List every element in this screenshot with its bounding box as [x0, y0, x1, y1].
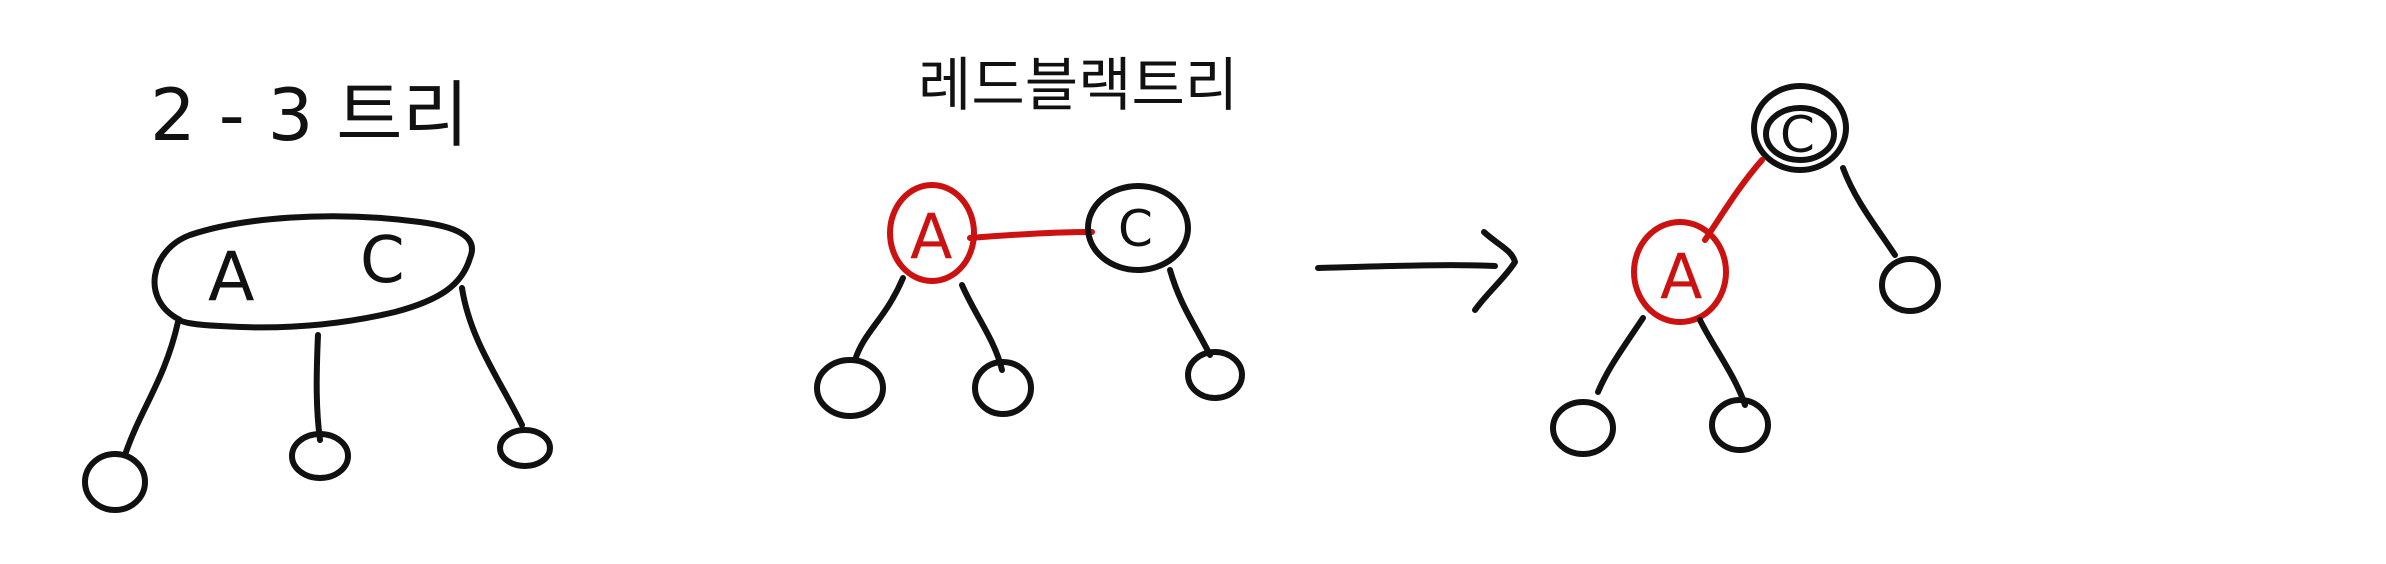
- tree23-edge-right: [459, 285, 525, 428]
- rbtree-rotated-key-c: C: [1780, 106, 1815, 164]
- rbtree-rotated-leaf-1: [1550, 399, 1616, 457]
- tree23-leaf-middle: [289, 431, 351, 481]
- rbtree-panel: 레드블랙트리 A C: [814, 51, 1245, 419]
- tree23-leaf-left: [82, 451, 148, 513]
- rbtree-edge-a-left: [852, 275, 906, 363]
- rbtree-leaf-2: [972, 359, 1034, 417]
- rbtree-rotated-red-link: [1702, 157, 1765, 243]
- rbtree-rotated-edge-a-left: [1595, 315, 1646, 395]
- rbtree-rotated-leaf-2: [1709, 397, 1771, 453]
- tree23-three-node: [151, 213, 475, 331]
- tree23-panel: 2 - 3 트리 A C: [82, 73, 553, 513]
- rbtree-key-a: A: [910, 200, 952, 273]
- rbtree-rotated-leaf-c: [1879, 256, 1941, 314]
- rbtree-leaf-1: [814, 357, 886, 419]
- tree23-edge-middle: [313, 332, 323, 443]
- rbtree-key-c: C: [1118, 200, 1153, 258]
- right-arrow-icon: [1315, 229, 1518, 313]
- rbtree-rotated-edge-a-right: [1697, 317, 1748, 408]
- tree23-key-a: A: [208, 238, 255, 317]
- rbtree-leaf-3: [1185, 349, 1245, 401]
- tree23-leaf-right: [497, 427, 553, 469]
- rbtree-node-a: [887, 182, 977, 284]
- rbtree-rotated-node-a: [1631, 219, 1729, 325]
- rbtree-edge-a-right: [959, 282, 1005, 373]
- tree23-edge-left: [122, 319, 181, 458]
- rbtree-rotated-node-c-inner: [1763, 105, 1837, 163]
- rbtree-node-c: [1085, 183, 1191, 273]
- tree23-title: 2 - 3 트리: [150, 73, 469, 157]
- tree23-key-c: C: [360, 224, 405, 298]
- rbtree-rotated-node-c: [1751, 83, 1849, 173]
- rbtree-rotated-panel: C A: [1550, 83, 1941, 457]
- rbtree-title: 레드블랙트리: [918, 51, 1238, 119]
- rbtree-edge-c-right: [1167, 267, 1213, 358]
- rbtree-rotated-edge-c-right: [1840, 165, 1898, 258]
- rbtree-red-link: [967, 229, 1095, 241]
- rbtree-rotated-key-a: A: [1660, 240, 1702, 313]
